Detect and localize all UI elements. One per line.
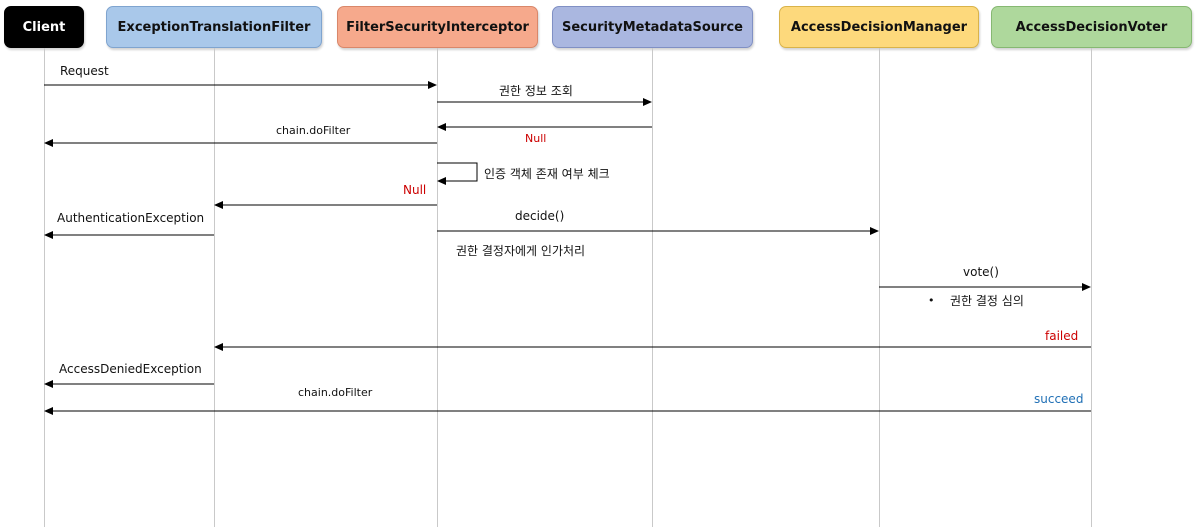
arrow-access-denied-exception (44, 380, 214, 388)
label-chain-dofilter-2: chain.doFilter (298, 386, 373, 399)
arrow-request (44, 81, 437, 89)
label-request: Request (60, 64, 109, 78)
lifeline-security-metadata-source (652, 48, 653, 527)
arrow-succeed (44, 407, 1091, 415)
label-failed: failed (1045, 329, 1079, 343)
label-access-denied-exception: AccessDeniedException (59, 362, 202, 376)
label-null-1: Null (525, 132, 547, 145)
actor-filter-security-interceptor: FilterSecurityInterceptor (337, 6, 538, 48)
label-vote-note: 권한 결정 심의 (950, 294, 1024, 308)
actor-exception-translation-filter: ExceptionTranslationFilter (106, 6, 322, 48)
arrow-chain-dofilter-1 (44, 139, 437, 147)
arrow-null-return-1 (437, 123, 652, 131)
actor-client: Client (4, 6, 84, 48)
lifeline-client (44, 48, 45, 527)
arrow-authentication-exception (44, 231, 214, 239)
label-vote-note-bullet: • (928, 294, 935, 307)
label-decide: decide() (515, 209, 565, 223)
lifeline-filter-security-interceptor (437, 48, 438, 527)
label-authority-lookup: 권한 정보 조회 (499, 84, 573, 98)
actor-access-decision-voter: AccessDecisionVoter (991, 6, 1192, 48)
label-succeed: succeed (1034, 392, 1084, 406)
arrow-null-return-2 (214, 201, 437, 209)
arrow-self-auth-check (437, 162, 478, 185)
arrow-failed (214, 343, 1091, 351)
lifeline-exception-translation-filter (214, 48, 215, 527)
label-chain-dofilter-1: chain.doFilter (276, 124, 351, 137)
label-vote: vote() (963, 265, 999, 279)
lifeline-access-decision-voter (1091, 48, 1092, 527)
label-null-2: Null (403, 183, 427, 197)
arrow-decide (437, 227, 879, 235)
actor-security-metadata-source: SecurityMetadataSource (552, 6, 753, 48)
arrow-vote (879, 283, 1091, 291)
label-authentication-exception: AuthenticationException (57, 211, 205, 225)
label-auth-check: 인증 객체 존재 여부 체크 (484, 167, 610, 181)
arrow-authority-lookup (437, 98, 652, 106)
actor-access-decision-manager: AccessDecisionManager (779, 6, 979, 48)
label-decide-note: 권한 결정자에게 인가처리 (456, 244, 586, 258)
